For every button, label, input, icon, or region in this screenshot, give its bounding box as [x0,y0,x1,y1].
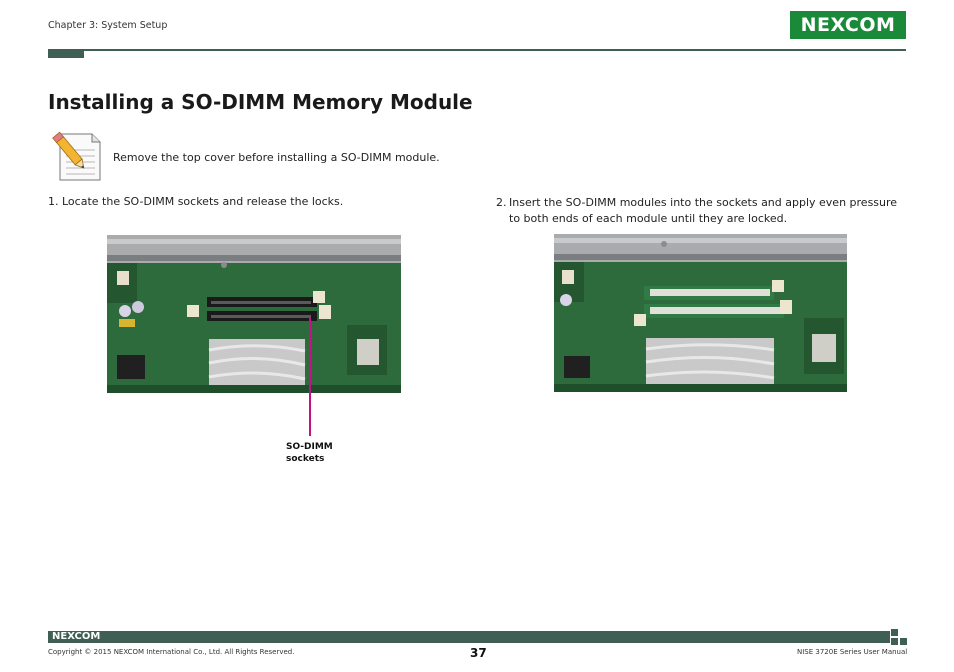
photo-sodimm-installed [554,234,847,392]
callout-label-line2: sockets [286,454,325,464]
footer-squares-icon [891,629,907,645]
chapter-label: Chapter 3: System Setup [48,20,168,31]
footer-bar [48,631,890,643]
copyright: Copyright © 2015 NEXCOM International Co… [48,648,295,656]
step-2-number: 2. [496,196,507,209]
nexcom-logo: NEXCOM [790,11,906,39]
step-1: 1. Locate the SO-DIMM sockets and releas… [48,195,343,208]
photo-sodimm-sockets [107,235,401,393]
note-text: Remove the top cover before installing a… [113,151,440,164]
step-1-text: Locate the SO-DIMM sockets and release t… [62,195,344,208]
step-1-number: 1. [48,195,59,208]
footer-logo: NEXCOM [52,631,101,642]
header-rule [84,49,906,51]
manual-name: NISE 3720E Series User Manual [797,648,908,656]
page-number: 37 [470,646,487,660]
callout-line [309,318,311,436]
logo-text: NEXCOM [800,14,896,36]
page-title: Installing a SO-DIMM Memory Module [48,90,473,114]
step-2-text: Insert the SO-DIMM modules into the sock… [509,196,898,225]
note-pencil-icon [52,131,101,181]
step-2: 2. Insert the SO-DIMM modules into the s… [496,195,908,227]
callout-label-line1: SO-DIMM [286,442,333,452]
header-accent-block [48,49,84,58]
callout-label: SO-DIMM sockets [286,441,333,465]
